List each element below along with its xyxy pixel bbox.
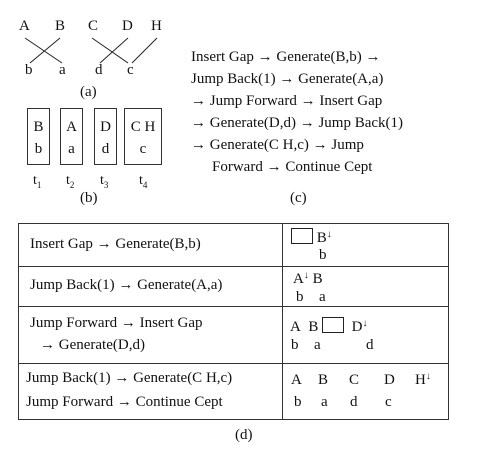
unit-box-1: B b xyxy=(27,108,50,165)
column-divider xyxy=(282,223,283,420)
row-1-state-target: b xyxy=(319,247,327,263)
sequence-line-5: → Generate(C H,c) → Jump xyxy=(191,137,364,153)
unit-4-target: c xyxy=(139,141,147,157)
row-4-state-source-5: H↓ xyxy=(415,371,431,388)
row-4-operations-line-1: Jump Back(1) → Generate(C H,c) xyxy=(26,370,233,386)
row-2-operations: Jump Back(1) → Generate(A,a) xyxy=(30,277,223,293)
unit-3-source: D xyxy=(100,119,111,135)
row-1-operations: Insert Gap → Generate(B,b) xyxy=(30,236,201,252)
row-2-state-target-1: b xyxy=(296,289,304,305)
sequence-line-3: → Jump Forward → Insert Gap xyxy=(191,93,383,109)
gap-marker xyxy=(291,228,313,244)
sequence-line-6: Forward → Continue Cept xyxy=(212,159,373,175)
link-h-c xyxy=(131,37,158,64)
unit-1-target: b xyxy=(34,141,43,157)
unit-box-3: D d xyxy=(94,108,117,165)
link-c-c xyxy=(91,37,129,64)
row-1-state-source: B↓ xyxy=(291,228,332,247)
row-4-state-target-3: d xyxy=(350,394,358,410)
caption-a: (a) xyxy=(80,84,97,100)
sequence-line-1: Insert Gap → Generate(B,b) → xyxy=(191,49,381,65)
sequence-line-4: → Generate(D,d) → Jump Back(1) xyxy=(191,115,404,131)
row-3-state-source: A B D↓ xyxy=(290,317,368,335)
source-word-c: C xyxy=(88,18,99,34)
source-word-h: H xyxy=(151,18,162,34)
row-3-operations-line-1: Jump Forward → Insert Gap xyxy=(30,315,203,331)
table-border-top xyxy=(18,223,449,224)
row-divider-1 xyxy=(18,266,449,267)
unit-box-2: A a xyxy=(60,108,83,165)
target-word-d: d xyxy=(95,62,103,78)
link-b-b xyxy=(29,37,61,64)
row-4-state-source-4: D xyxy=(384,372,395,388)
unit-4-source: C H xyxy=(130,119,156,135)
table-border-left xyxy=(18,223,19,420)
unit-1-source: B xyxy=(33,119,44,135)
source-word-d: D xyxy=(122,18,133,34)
unit-2-target: a xyxy=(68,141,75,157)
unit-label-2: t2 xyxy=(66,173,75,190)
generation-pointer-icon: ↓ xyxy=(326,229,332,240)
generation-pointer-icon: ↓ xyxy=(362,318,368,329)
target-word-a: a xyxy=(59,62,66,78)
source-word-a: A xyxy=(19,18,30,34)
row-4-state-source-1: A xyxy=(291,372,302,388)
unit-3-target: d xyxy=(101,141,110,157)
row-4-state-target-1: b xyxy=(294,394,302,410)
row-2-state-target-2: a xyxy=(319,289,326,305)
unit-label-3: t3 xyxy=(100,173,109,190)
unit-label-4: t4 xyxy=(139,173,148,190)
row-4-state-target-2: a xyxy=(321,394,328,410)
gap-marker xyxy=(322,317,345,333)
target-word-c: c xyxy=(127,62,134,78)
row-3-operations-line-2: → Generate(D,d) xyxy=(40,337,145,353)
table-border-right xyxy=(448,223,449,420)
row-4-operations-line-2: Jump Forward → Continue Cept xyxy=(26,394,223,410)
generation-pointer-icon: ↓ xyxy=(303,270,309,281)
source-word-b: B xyxy=(55,18,66,34)
row-4-state-target-4: c xyxy=(385,394,392,410)
link-d-d xyxy=(99,37,129,64)
caption-d: (d) xyxy=(235,427,253,443)
row-2-state-source: A↓ B xyxy=(293,270,323,287)
table-border-bottom xyxy=(18,419,449,420)
row-3-state-target-2: a xyxy=(314,337,321,353)
sequence-line-2: Jump Back(1) → Generate(A,a) xyxy=(191,71,384,87)
unit-2-source: A xyxy=(66,119,77,135)
row-4-state-source-2: B xyxy=(318,372,329,388)
generation-pointer-icon: ↓ xyxy=(425,371,431,382)
alignment-links xyxy=(24,37,158,64)
caption-c: (c) xyxy=(290,190,307,206)
unit-label-1: t1 xyxy=(33,173,42,190)
row-4-state-source-3: C xyxy=(349,372,360,388)
row-divider-3 xyxy=(18,363,449,364)
unit-box-4: C H c xyxy=(124,108,162,165)
link-a-a xyxy=(24,37,63,64)
caption-b: (b) xyxy=(80,190,98,206)
target-word-b: b xyxy=(25,62,33,78)
row-divider-2 xyxy=(18,306,449,307)
row-3-state-target-3: d xyxy=(366,337,374,353)
row-3-state-target-1: b xyxy=(291,337,299,353)
